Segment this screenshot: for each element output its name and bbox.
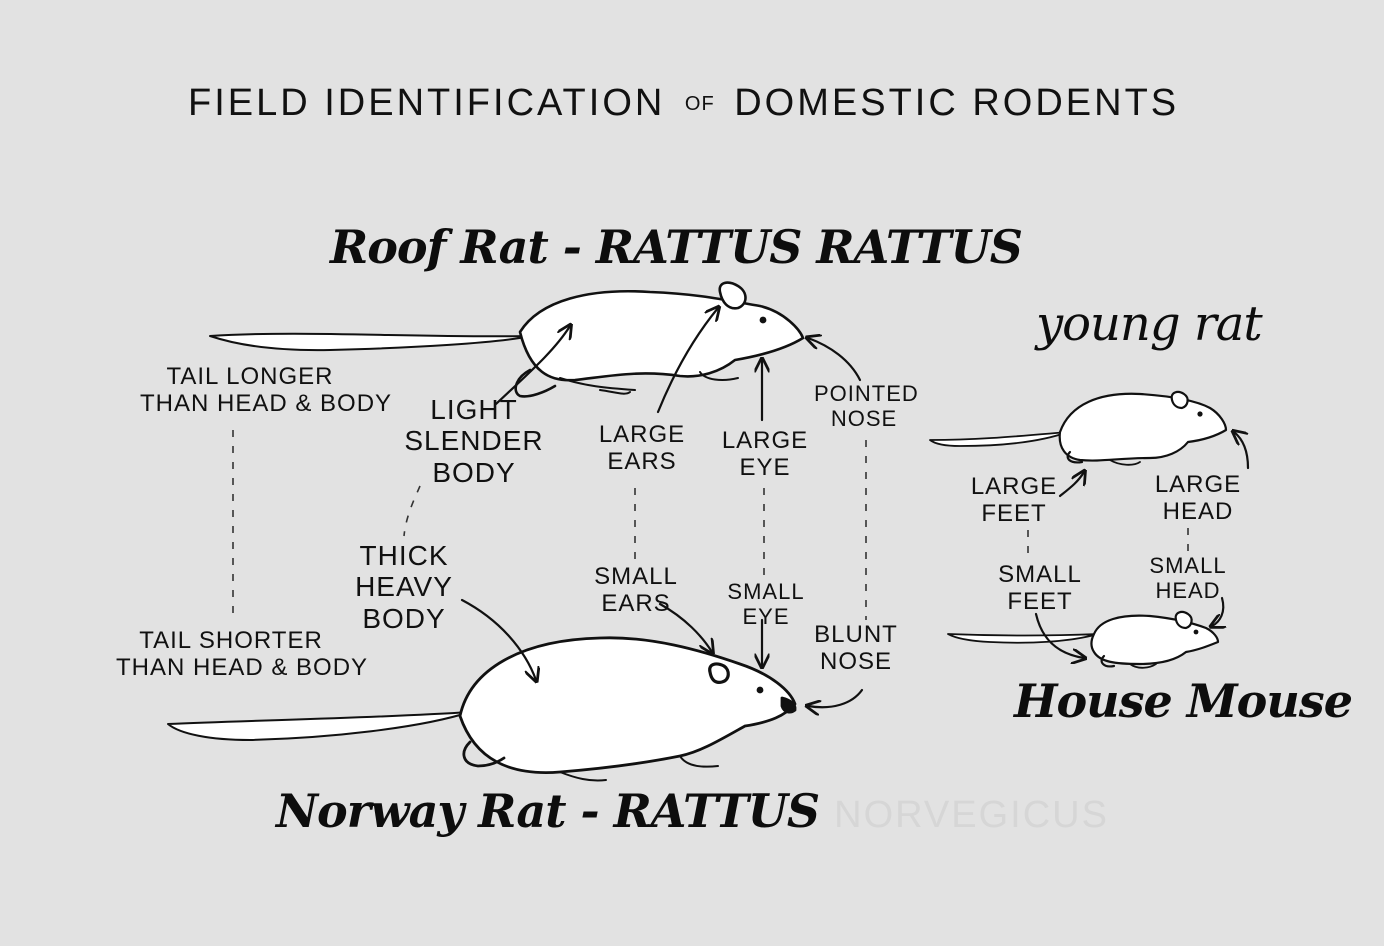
label-line: LARGE <box>970 473 1058 500</box>
label-line: THAN HEAD & BODY <box>140 389 393 417</box>
label-line: HEAD <box>1155 577 1221 603</box>
label-line: LIGHT <box>430 394 518 425</box>
norway-rat-heading: Norway Rat - RATTUS NORVEGICUS <box>276 784 1109 838</box>
label-large-head: LARGE HEAD <box>1150 471 1246 526</box>
label-line: BODY <box>432 456 516 488</box>
label-tail-longer: TAIL LONGER THAN HEAD & BODY <box>140 363 393 418</box>
label-tail-shorter: TAIL SHORTER THAN HEAD & BODY <box>116 627 369 682</box>
title-part-1: FIELD IDENTIFICATION <box>188 82 666 124</box>
label-small-eye: SMALL EYE <box>722 579 810 629</box>
young-rat-drawing <box>929 390 1228 466</box>
label-line: EARS <box>607 447 677 475</box>
label-line: EYE <box>739 453 791 481</box>
label-line: EYE <box>742 603 790 629</box>
title-part-2: DOMESTIC RODENTS <box>734 82 1180 124</box>
label-line: LARGE <box>1154 471 1242 498</box>
label-line: SMALL <box>594 563 678 590</box>
norway-rat-dash: - <box>580 784 599 838</box>
norway-rat-scientific-faint: NORVEGICUS <box>834 794 1109 836</box>
label-line: BLUNT <box>814 621 898 648</box>
label-small-feet: SMALL FEET <box>994 561 1086 616</box>
label-line: SLENDER <box>404 425 544 457</box>
label-line: TAIL LONGER <box>166 363 334 390</box>
label-line: TAIL SHORTER <box>139 627 323 654</box>
label-line: NOSE <box>819 647 892 675</box>
label-line: HEAD <box>1162 497 1234 525</box>
norway-rat-drawing <box>167 636 797 782</box>
label-line: SMALL <box>998 561 1082 588</box>
label-line: THICK <box>359 540 449 571</box>
label-line: LARGE <box>598 421 686 448</box>
label-line: NOSE <box>830 405 898 431</box>
arrows <box>460 308 1250 707</box>
label-large-eye: LARGE EYE <box>718 427 812 482</box>
label-blunt-nose: BLUNT NOSE <box>806 621 906 676</box>
label-line: FEET <box>1007 587 1073 615</box>
roof-rat-common-name: Roof Rat <box>330 220 549 274</box>
label-line: EARS <box>601 589 671 617</box>
label-line: BODY <box>362 602 446 634</box>
roof-rat-dash: - <box>562 220 582 274</box>
roof-rat-heading: Roof Rat - RATTUS RATTUS <box>330 220 1023 274</box>
young-rat-heading: young rat <box>1036 296 1263 352</box>
dashed-connectors <box>232 430 1189 620</box>
roof-rat-drawing <box>209 281 805 398</box>
title-of: OF <box>684 93 715 116</box>
label-line: SMALL <box>727 579 805 604</box>
label-line: HEAVY <box>355 571 453 603</box>
label-line: LARGE <box>721 427 809 454</box>
label-small-head: SMALL HEAD <box>1140 553 1236 603</box>
label-line: POINTED <box>814 381 919 406</box>
label-pointed-nose: POINTED NOSE <box>814 381 919 431</box>
roof-rat-scientific-name: RATTUS RATTUS <box>595 220 1023 274</box>
label-line: THAN HEAD & BODY <box>116 653 369 681</box>
label-line: FEET <box>981 499 1047 527</box>
house-mouse-drawing <box>947 610 1220 669</box>
label-light-slender-body: LIGHT SLENDER BODY <box>404 394 544 488</box>
norway-rat-scientific-name: RATTUS <box>613 784 821 838</box>
house-mouse-heading: House Mouse <box>1014 674 1353 728</box>
label-line: SMALL <box>1149 553 1227 578</box>
label-thick-heavy-body: THICK HEAVY BODY <box>344 540 464 634</box>
label-large-feet: LARGE FEET <box>968 473 1060 528</box>
norway-rat-common-name: Norway Rat <box>276 784 566 838</box>
page-title: FIELD IDENTIFICATION OF DOMESTIC RODENTS <box>188 82 1179 125</box>
label-large-ears: LARGE EARS <box>592 421 692 476</box>
label-small-ears: SMALL EARS <box>586 563 686 618</box>
